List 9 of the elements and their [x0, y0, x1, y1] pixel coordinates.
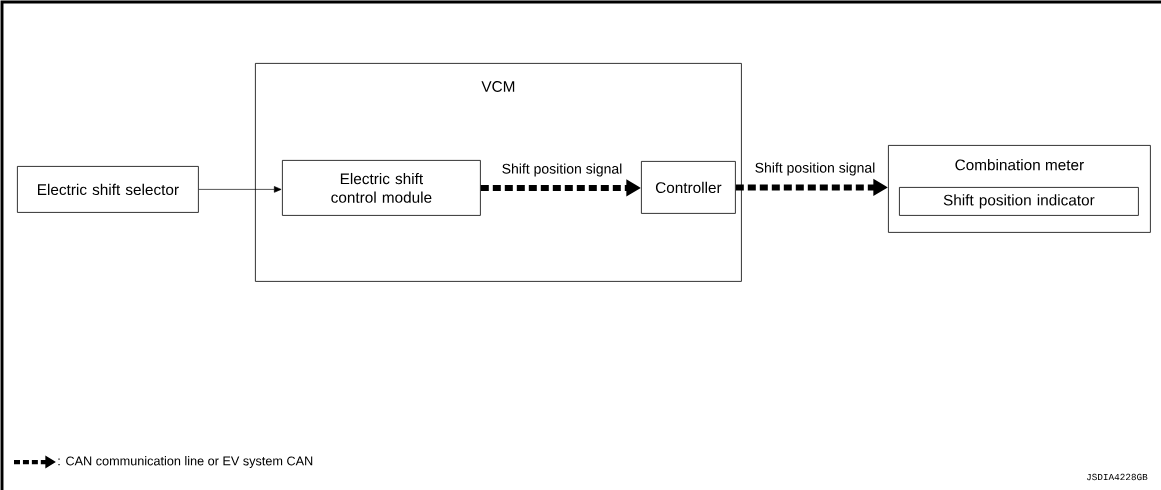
component-box: Electric shift control module [282, 160, 481, 216]
component-box: Controller [641, 161, 736, 214]
figure-code: JSDIA4228GB [1086, 473, 1148, 481]
edge-label: Shift position signal [500, 162, 624, 178]
legend-text: : CAN communication line or EV system CAN [58, 456, 313, 468]
indicator-box: Shift position indicator [899, 187, 1139, 216]
arrow [198, 186, 282, 193]
component-box: Electric shift selector [17, 166, 199, 213]
edge-label: Shift position signal [753, 161, 877, 177]
